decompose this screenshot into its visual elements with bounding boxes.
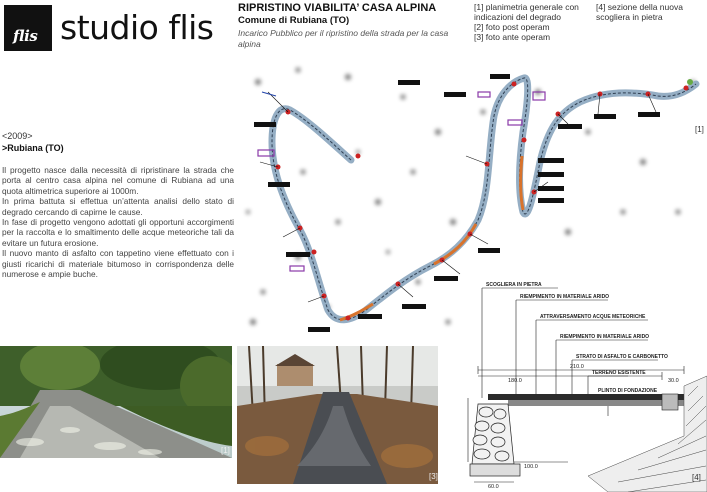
paragraph: Il progetto nasce dalla necessità di rip…: [2, 165, 234, 196]
section-label: SCOGLIERA IN PIETRA: [486, 282, 542, 288]
photo-ante-tag: [3]: [429, 472, 438, 481]
photo-post-operam: [0, 346, 232, 458]
legend-item: [3] foto ante operam: [474, 32, 551, 42]
section-label: PLINTO DI FONDAZIONE: [598, 388, 658, 394]
legend-item: [1] planimetria generale con indicazioni…: [474, 2, 579, 22]
road-centerline: [271, 77, 697, 321]
dimension: 180.0: [508, 378, 522, 384]
drain-channel: [661, 393, 679, 411]
photo-ante-operam-image: [237, 346, 438, 484]
legend-item: [2] foto post operam: [474, 22, 550, 32]
wall-section-drawing: SCOGLIERA IN PIETRA RIEMPIMENTO IN MATER…: [467, 282, 707, 492]
dimension: 60.0: [488, 484, 499, 490]
stone-wall: [469, 403, 521, 477]
photo-post-tag: [1]: [221, 446, 230, 455]
zone-labels: [257, 91, 546, 272]
project-year: <2009>: [2, 131, 33, 141]
section-tag: [4]: [692, 473, 701, 482]
project-title: RIPRISTINO VIABILITA’ CASA ALPINA: [238, 2, 437, 14]
section-label: STRATO DI ASFALTO E CARBONETTO: [576, 354, 668, 360]
studio-logo: flis: [4, 5, 52, 51]
north-arrow: [261, 79, 693, 97]
section-text: SCOGLIERA IN PIETRA RIEMPIMENTO IN MATER…: [486, 282, 668, 394]
paragraph: Il nuovo manto di asfalto con tappetino …: [2, 248, 234, 280]
site-plan: [238, 52, 707, 344]
project-description: Incarico Pubblico per il ripristino dell…: [238, 28, 449, 49]
site-plan-drawing: [246, 67, 700, 332]
legend-item: [4] sezione della nuova scogliera in pie…: [596, 2, 683, 22]
dimension: 30.0: [668, 378, 679, 384]
dimension-values: 210.0 180.0 30.0 100.0 60.0: [488, 364, 679, 490]
paragraph: In fase di progetto vengono adottati gli…: [2, 217, 234, 248]
project-text: Il progetto nasce dalla necessità di rip…: [2, 165, 234, 279]
photo-ante-operam: [237, 346, 438, 484]
legend-column-2: [4] sezione della nuova scogliera in pie…: [596, 2, 704, 22]
legend-column-1: [1] planimetria generale con indicazioni…: [474, 2, 594, 42]
section-label: TERRENO ESISTENTE: [592, 370, 646, 376]
wall-section: SCOGLIERA IN PIETRA RIEMPIMENTO IN MATER…: [448, 236, 707, 492]
damaged-stretches: [339, 155, 525, 322]
section-label: RIEMPIMENTO IN MATERIALE ARIDO: [560, 334, 649, 340]
section-label: RIEMPIMENTO IN MATERIALE ARIDO: [520, 294, 609, 300]
logo-text: flis: [13, 27, 38, 45]
asphalt-layer: [488, 394, 684, 400]
site-plan-tag: [1]: [695, 125, 704, 134]
label-blocks: [254, 74, 660, 332]
photo-post-operam-image: [0, 346, 232, 458]
fill-layer: [508, 400, 684, 406]
dimension: 100.0: [524, 464, 538, 470]
project-place: >Rubiana (TO): [2, 143, 64, 153]
dimension: 210.0: [570, 364, 584, 370]
studio-name: studio flis: [60, 8, 214, 47]
terrain-hatch: [587, 375, 707, 492]
section-label: ATTRAVERSAMENTO ACQUE METEORICHE: [540, 314, 646, 320]
paragraph: In prima battuta si effettua un’attenta …: [2, 196, 234, 217]
section-leaders: [481, 287, 658, 416]
project-subtitle: Comune di Rubiana (TO): [238, 15, 350, 26]
